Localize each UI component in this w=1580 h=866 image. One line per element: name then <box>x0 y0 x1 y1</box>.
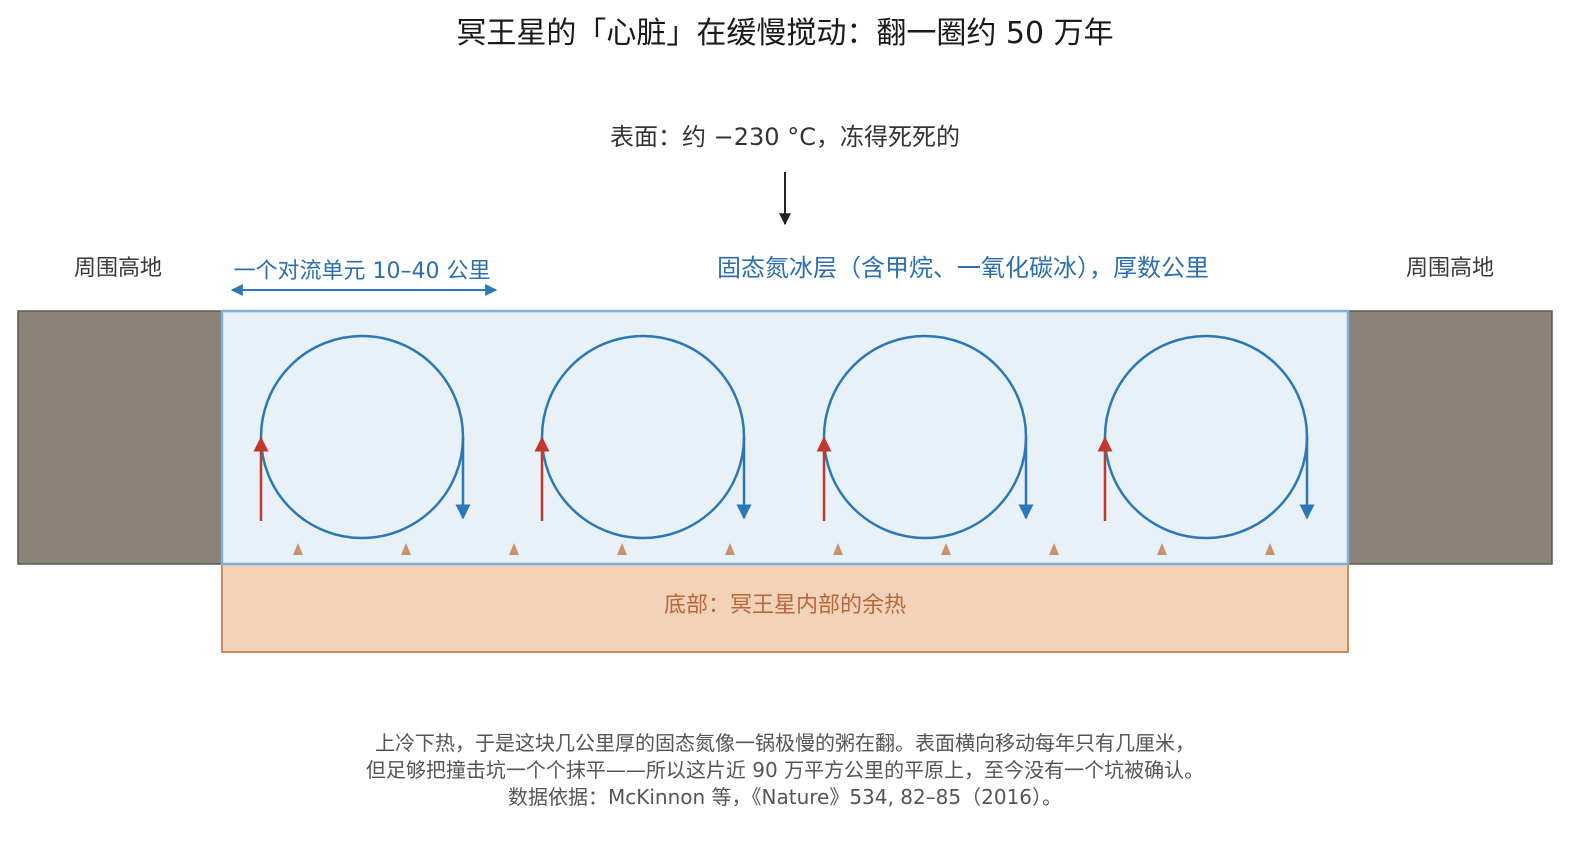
caption-line-1: 上冷下热，于是这块几公里厚的固态氮像一锅极慢的粥在翻。表面横向移动每年只有几厘米… <box>375 731 1195 755</box>
convection-cell-3 <box>816 334 1034 540</box>
heat-arrow <box>941 543 951 555</box>
heat-label: 底部：冥王星内部的余热 <box>664 593 906 618</box>
heat-arrow <box>509 543 519 555</box>
heat-arrow <box>1265 543 1275 555</box>
heat-layer <box>221 563 1349 653</box>
diagram-title: 冥王星的「心脏」在缓慢搅动：翻一圈约 50 万年 <box>456 16 1113 51</box>
heat-arrow <box>617 543 627 555</box>
highland-right <box>1347 310 1553 565</box>
highland-label-right: 周围高地 <box>1406 256 1494 281</box>
caption-source: 数据依据：McKinnon 等，《Nature》534, 82–85（2016）… <box>508 785 1062 809</box>
heat-arrows <box>293 543 1275 555</box>
heat-arrow <box>833 543 843 555</box>
convection-cell-1 <box>253 334 471 540</box>
surface-label: 表面：约 −230 °C，冻得死死的 <box>610 123 960 151</box>
caption-line-2: 但足够把撞击坑一个个抹平——所以这片近 90 万平方公里的平原上，至今没有一个坑… <box>366 758 1204 782</box>
heat-arrow <box>1049 543 1059 555</box>
convection-cell-4 <box>1097 334 1315 540</box>
convection-cell-2 <box>534 334 752 540</box>
heat-arrow <box>401 543 411 555</box>
heat-arrow <box>1157 543 1167 555</box>
heat-arrow <box>725 543 735 555</box>
heat-arrow <box>293 543 303 555</box>
cell-width-label: 一个对流单元 10–40 公里 <box>234 259 491 284</box>
highland-left <box>17 310 223 565</box>
highland-label-left: 周围高地 <box>74 256 162 281</box>
ice-layer-label: 固态氮冰层（含甲烷、一氧化碳冰），厚数公里 <box>717 254 1209 282</box>
ice-layer <box>220 309 1350 566</box>
